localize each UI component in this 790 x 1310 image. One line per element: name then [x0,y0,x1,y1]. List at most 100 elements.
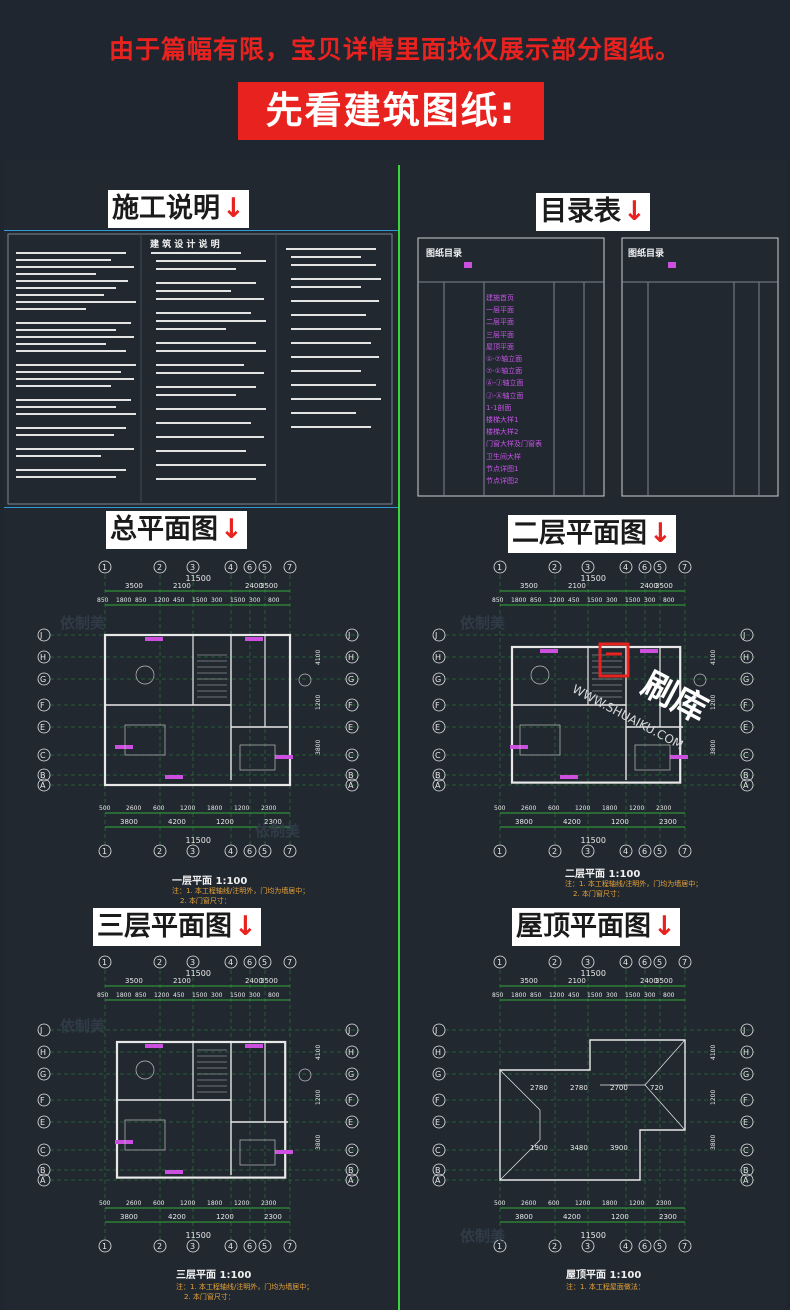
dim-bottom2: 3800 [120,1213,138,1221]
grid-bubble-v: 2 [552,563,557,572]
dim-bottom: 1800 [602,805,617,812]
panel-divider-vertical [398,165,400,1310]
grid-bubble-v: 6 [642,563,647,572]
dim-bottom: 2600 [126,1200,141,1207]
dim-bottom2: 1200 [611,1213,629,1221]
grid-bubble-h: A [435,1176,441,1185]
grid-bubble-v: 2 [552,847,557,856]
grid-bubble-v: 5 [657,1242,662,1251]
dim-top: 2400 [640,582,658,590]
grid-bubble-v: 2 [157,847,162,856]
dim-top: 2400 [245,977,263,985]
grid-bubble-v: 5 [657,847,662,856]
grid-bubble-h: E [435,1118,440,1127]
dim-total: 11500 [186,836,211,845]
grid-bubble-h: A [743,1176,749,1185]
dim-top2: 800 [268,597,280,604]
grid-bubble-v: 3 [585,563,590,572]
label-spec: 施工说明↓ [108,190,249,228]
dim-top: 2100 [173,582,191,590]
dim-top: 3500 [520,582,538,590]
grid-bubble-v: 3 [190,1242,195,1251]
grid-bubble-h: G [743,675,749,684]
grid-bubble-v: 6 [642,847,647,856]
grid-bubble-h: F [40,1096,45,1105]
roof-dim: 720 [650,1084,663,1092]
grid-bubble-h: J [742,1026,745,1035]
dim-bottom2: 1200 [611,818,629,826]
grid-bubble-h: E [743,723,748,732]
dim-top2: 1800 [116,992,131,999]
header-note: 由于篇幅有限，宝贝详情里面找仅展示部分图纸。 [108,35,681,64]
dim-side: 1200 [710,1090,717,1105]
catalog-row: 节点详图2 [486,477,519,486]
dim-bottom2: 2300 [659,818,677,826]
dim-side: 4100 [710,650,717,665]
dim-bottom: 2600 [521,805,536,812]
floor2-caption: 二层平面 1:100 [565,869,641,880]
dim-total: 11500 [186,1231,211,1240]
dim-side: 3800 [710,1135,717,1150]
dim-bottom2: 1200 [216,818,234,826]
dim-top2: 1200 [549,597,564,604]
grid-bubble-v: 4 [623,1242,628,1251]
grid-bubble-h: C [743,751,749,760]
roof-dim: 2700 [610,1084,628,1092]
grid-bubble-h: C [348,751,354,760]
grid-bubble-h: C [435,1146,441,1155]
grid-bubble-v: 5 [657,563,662,572]
dim-side: 1200 [315,695,322,710]
dim-top2: 1500 [625,992,640,999]
dim-top2: 1200 [549,992,564,999]
floor2-note2: 2. 本门窗尺寸： [573,890,624,898]
grid-bubble-v: 2 [157,958,162,967]
catalog-row: 三层平面 [486,330,514,339]
label-floor3: 三层平面图↓ [93,908,261,946]
grid-bubble-h: A [40,781,46,790]
dim-top2: 300 [249,992,261,999]
dim-top: 3500 [125,977,143,985]
dim-top2: 850 [530,597,542,604]
grid-bubble-v: 1 [102,563,107,572]
dim-bottom: 1800 [207,805,222,812]
dim-bottom2: 4200 [563,1213,581,1221]
dim-bottom: 1200 [180,1200,195,1207]
dim-side: 1200 [710,695,717,710]
dim-bottom: 2300 [656,805,671,812]
dim-side: 4100 [315,650,322,665]
roof-dim: 2780 [530,1084,548,1092]
label-catalog: 目录表↓ [536,193,650,231]
dim-bottom2: 4200 [168,818,186,826]
grid-bubble-v: 4 [228,958,233,967]
dim-top: 3500 [125,582,143,590]
dim-top2: 1800 [116,597,131,604]
grid-bubble-h: G [40,675,46,684]
grid-bubble-h: E [348,723,353,732]
grid-bubble-h: G [348,675,354,684]
grid-bubble-h: H [348,1048,354,1057]
dim-bottom: 1200 [575,805,590,812]
catalog-row: 建施首页 [486,294,514,302]
floor1-note2: 2. 本门窗尺寸： [180,897,231,905]
dim-bottom: 500 [494,805,506,812]
dim-top2: 800 [663,992,675,999]
dim-bottom2: 3800 [120,818,138,826]
catalog-row: 1-1剖面 [486,403,512,412]
spec-sheet-drawing [7,233,393,505]
roof-dim: 1900 [530,1144,548,1152]
catalog-row: 卫生间大样 [486,452,521,461]
catalog-row: 一层平面 [486,306,514,315]
dim-side: 1200 [315,1090,322,1105]
grid-bubble-v: 6 [642,1242,647,1251]
catalog-row: 屋顶平面 [486,342,514,351]
grid-bubble-h: E [435,723,440,732]
catalog-row: 二层平面 [486,318,514,327]
dim-bottom: 1200 [180,805,195,812]
dim-top2: 300 [211,992,223,999]
panel-divider-mid [4,507,398,508]
grid-bubble-v: 3 [190,847,195,856]
panel-divider-top [4,230,398,231]
grid-bubble-v: 3 [585,1242,590,1251]
dim-bottom2: 4200 [563,818,581,826]
